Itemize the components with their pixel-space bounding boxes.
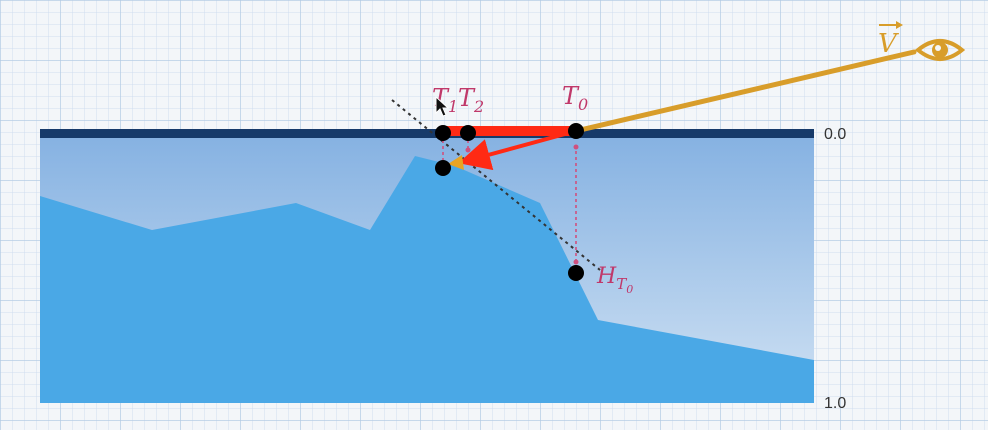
step-arrow: [458, 129, 577, 171]
point-t1: [435, 125, 451, 141]
point-intersection: [435, 160, 451, 176]
point-t0: [568, 123, 584, 139]
vector-arrow-head: [896, 21, 903, 29]
label-t0: T0: [562, 82, 588, 114]
eye-icon: [914, 39, 966, 61]
projection-tick: [573, 259, 579, 265]
height-field: [40, 156, 814, 403]
tangent-line: [391, 99, 601, 271]
mouse-cursor-icon: [435, 95, 450, 117]
projection-tick: [573, 144, 579, 150]
axis-label-top: 0.0: [824, 126, 846, 143]
label-view-vector: V: [878, 29, 899, 59]
intersection-marker: [448, 155, 464, 170]
label-h-t0: HT0: [596, 264, 633, 296]
surface-line: [40, 129, 814, 138]
point-h-t0: [568, 265, 584, 281]
label-t2: T2: [458, 84, 484, 116]
axis-label-bottom: 1.0: [824, 395, 846, 412]
view-ray: [573, 49, 917, 134]
point-t2: [460, 125, 476, 141]
projection-tick: [465, 147, 471, 153]
